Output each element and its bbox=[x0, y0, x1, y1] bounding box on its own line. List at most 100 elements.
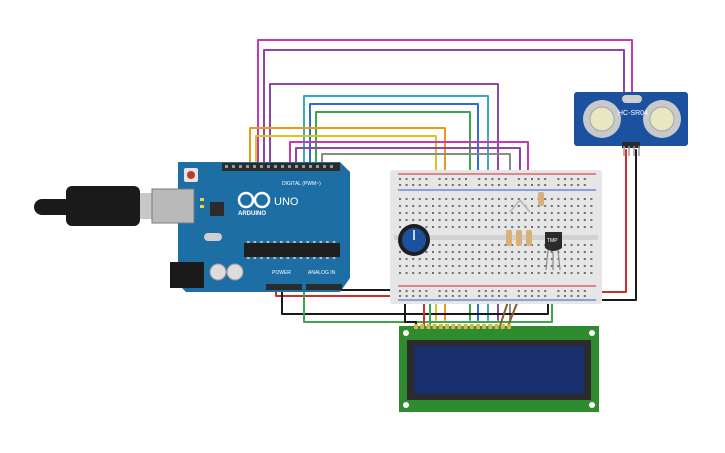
atmega-pin bbox=[319, 241, 323, 243]
breadboard-hole bbox=[418, 265, 421, 267]
breadboard-hole bbox=[570, 219, 573, 221]
breadboard-hole bbox=[570, 265, 573, 267]
digital-pin[interactable] bbox=[225, 165, 228, 168]
wire-purple-ultrasonic[interactable] bbox=[263, 49, 625, 166]
wire-magenta-ultrasonic[interactable] bbox=[257, 39, 633, 166]
lcd-pin[interactable] bbox=[476, 324, 480, 329]
resistor-4[interactable] bbox=[538, 192, 544, 206]
breadboard-hole bbox=[451, 212, 454, 214]
lcd-pin[interactable] bbox=[426, 324, 431, 329]
breadboard-hole bbox=[438, 251, 441, 253]
lcd-pin[interactable] bbox=[432, 324, 437, 329]
breadboard-hole bbox=[517, 184, 520, 186]
breadboard-hole bbox=[465, 184, 467, 186]
breadboard-hole bbox=[458, 212, 461, 214]
resistor-1[interactable] bbox=[506, 230, 512, 246]
temperature-sensor[interactable]: TMP bbox=[545, 232, 562, 271]
breadboard-hole bbox=[458, 219, 461, 221]
resistor-3[interactable] bbox=[526, 230, 532, 246]
digital-pin[interactable] bbox=[302, 165, 305, 168]
breadboard-hole bbox=[590, 205, 593, 207]
reset-button-cap bbox=[187, 171, 195, 179]
digital-pin[interactable] bbox=[274, 165, 277, 168]
digital-pin[interactable] bbox=[288, 165, 291, 168]
breadboard-hole bbox=[570, 205, 573, 207]
digital-pin[interactable] bbox=[260, 165, 263, 168]
atmega-pin bbox=[332, 257, 336, 259]
breadboard[interactable] bbox=[390, 170, 602, 304]
breadboard-hole bbox=[531, 178, 533, 180]
breadboard-hole bbox=[445, 226, 448, 228]
breadboard-hole bbox=[471, 205, 474, 207]
breadboard-hole bbox=[537, 258, 540, 260]
breadboard-hole bbox=[544, 265, 547, 267]
capacitor-1 bbox=[209, 263, 227, 281]
breadboard-hole bbox=[517, 226, 520, 228]
lcd-display[interactable] bbox=[399, 324, 599, 412]
digital-pin[interactable] bbox=[281, 165, 284, 168]
digital-pin[interactable] bbox=[232, 165, 235, 168]
analog-label: ANALOG IN bbox=[308, 270, 336, 276]
lcd-pin[interactable] bbox=[438, 324, 443, 329]
breadboard-hole bbox=[405, 295, 408, 297]
digital-pin[interactable] bbox=[309, 165, 312, 168]
digital-pin[interactable] bbox=[267, 165, 270, 168]
breadboard-hole bbox=[438, 265, 441, 267]
breadboard-hole bbox=[564, 290, 566, 292]
breadboard-hole bbox=[537, 178, 540, 180]
breadboard-hole bbox=[590, 265, 593, 267]
lcd-pin[interactable] bbox=[494, 324, 499, 329]
digital-pin[interactable] bbox=[323, 165, 326, 168]
wire-black-ultrasonic-gnd[interactable] bbox=[591, 149, 637, 301]
lcd-pin[interactable] bbox=[457, 324, 462, 329]
breadboard-hole bbox=[583, 295, 586, 297]
digital-pin[interactable] bbox=[246, 165, 249, 168]
digital-pin[interactable] bbox=[239, 165, 242, 168]
digital-pins bbox=[225, 165, 333, 168]
breadboard-hole bbox=[438, 272, 441, 274]
breadboard-hole bbox=[491, 272, 494, 274]
breadboard-hole bbox=[577, 219, 580, 221]
breadboard-hole bbox=[544, 178, 547, 180]
breadboard-hole bbox=[583, 212, 586, 214]
ultrasonic-model-label: HC-SR04 bbox=[618, 110, 648, 117]
lcd-pin[interactable] bbox=[488, 324, 493, 329]
breadboard-hole bbox=[484, 272, 487, 274]
rgb-led[interactable] bbox=[509, 198, 531, 213]
breadboard-hole bbox=[537, 251, 540, 253]
lcd-pin[interactable] bbox=[500, 324, 505, 329]
breadboard-hole bbox=[445, 244, 448, 246]
tmp-label: TMP bbox=[547, 238, 558, 244]
breadboard-hole bbox=[524, 290, 527, 292]
breadboard-hole bbox=[478, 272, 481, 274]
digital-pin[interactable] bbox=[295, 165, 298, 168]
lcd-pin[interactable] bbox=[420, 324, 425, 329]
ultrasonic-sensor[interactable]: HC-SR04 bbox=[574, 92, 688, 156]
wire-red-ultrasonic-vcc[interactable] bbox=[591, 149, 627, 293]
breadboard-hole bbox=[458, 198, 461, 200]
lcd-pin[interactable] bbox=[414, 324, 418, 329]
digital-pin[interactable] bbox=[253, 165, 256, 168]
breadboard-hole bbox=[445, 290, 448, 292]
arduino-uno-board[interactable]: DIGITAL (PWM~) ARDUINO UNO POWER ANALOG … bbox=[151, 162, 350, 292]
breadboard-hole bbox=[412, 178, 415, 180]
lcd-pin[interactable] bbox=[445, 324, 449, 329]
breadboard-hole bbox=[583, 226, 586, 228]
potentiometer[interactable] bbox=[398, 224, 430, 256]
lcd-pin[interactable] bbox=[463, 324, 468, 329]
digital-pin[interactable] bbox=[316, 165, 319, 168]
breadboard-hole bbox=[511, 219, 514, 221]
breadboard-hole bbox=[438, 290, 441, 292]
breadboard-hole bbox=[570, 198, 573, 200]
resistor-2[interactable] bbox=[516, 230, 522, 246]
breadboard-hole bbox=[438, 212, 441, 214]
lcd-pin[interactable] bbox=[482, 324, 487, 329]
breadboard-hole bbox=[491, 205, 494, 207]
breadboard-hole bbox=[504, 251, 507, 253]
lcd-pin[interactable] bbox=[469, 324, 474, 329]
breadboard-hole bbox=[511, 258, 514, 260]
breadboard-hole bbox=[418, 212, 421, 214]
lcd-pin[interactable] bbox=[507, 324, 511, 329]
lcd-pin[interactable] bbox=[451, 324, 456, 329]
digital-pin[interactable] bbox=[330, 165, 333, 168]
